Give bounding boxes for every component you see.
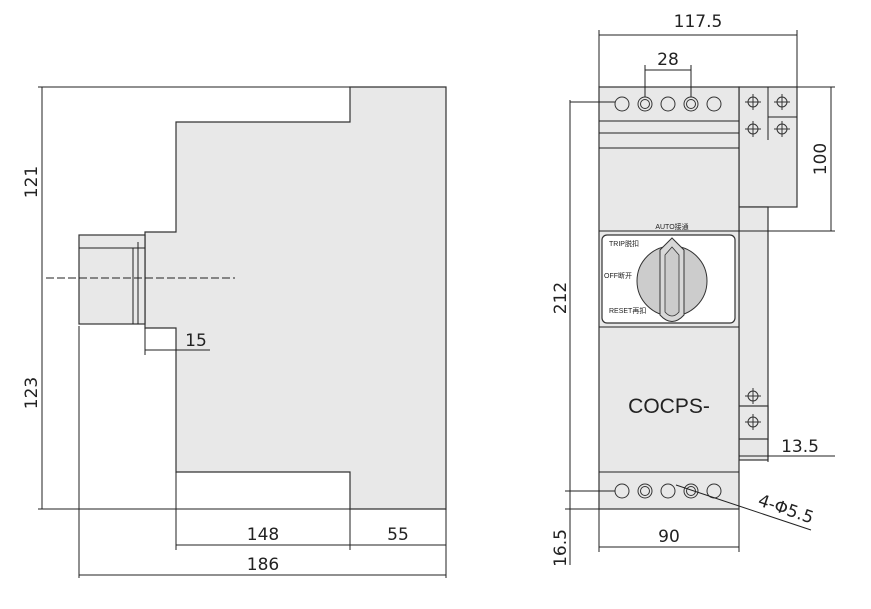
- side-knob: [78, 234, 146, 325]
- model-label: COCPS-: [628, 395, 710, 418]
- label-trip: TRIP脱扣: [609, 239, 639, 248]
- label-auto: AUTO接通: [655, 222, 688, 231]
- dim-28: 28: [657, 50, 679, 70]
- dim-121: 121: [22, 166, 42, 198]
- dim-15: 15: [185, 331, 207, 351]
- dim-holes: 4-Φ5.5: [755, 491, 816, 529]
- dim-55: 55: [387, 525, 409, 545]
- dim-123: 123: [22, 377, 42, 409]
- top-terminals: [614, 96, 722, 112]
- side-view: 121 123 15 148 55 186: [22, 86, 447, 578]
- dim-117-5: 117.5: [674, 12, 723, 32]
- dim-212: 212: [551, 282, 571, 314]
- dim-148: 148: [247, 525, 279, 545]
- dim-186: 186: [247, 555, 279, 575]
- label-reset: RESET再扣: [609, 306, 646, 315]
- side-body: [144, 86, 447, 510]
- dim-90: 90: [658, 527, 680, 547]
- mounting-holes: [745, 94, 790, 430]
- label-off: OFF断开: [604, 271, 632, 280]
- front-view: AUTO接通 TRIP脱扣 OFF断开 RESET再扣 COCPS-: [551, 12, 835, 567]
- dim-100: 100: [811, 143, 831, 175]
- dim-16-5: 16.5: [551, 529, 571, 567]
- dim-13-5: 13.5: [781, 437, 819, 457]
